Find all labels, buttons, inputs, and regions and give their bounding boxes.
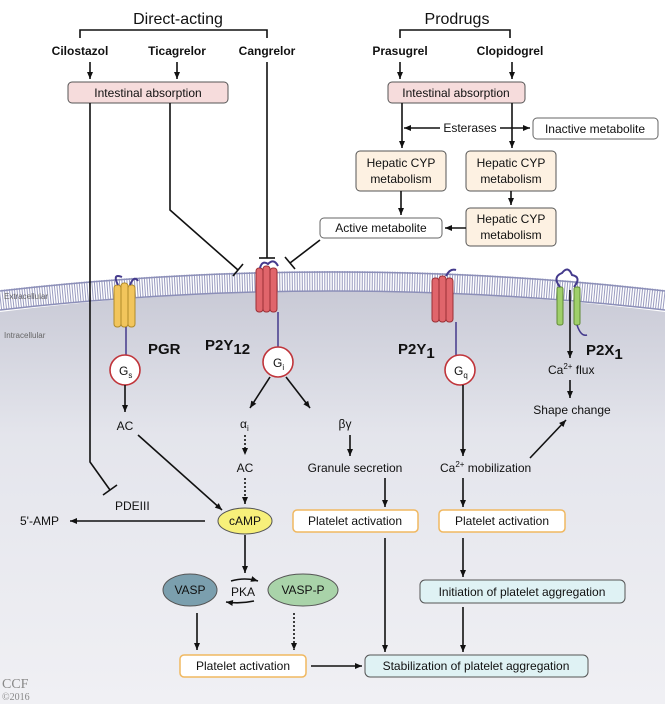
svg-text:Platelet activation: Platelet activation — [196, 659, 290, 673]
svg-text:Intestinal absorption: Intestinal absorption — [402, 86, 509, 100]
drug-clopidogrel: Clopidogrel — [477, 44, 544, 58]
p2x1-receptor — [555, 268, 588, 337]
shape-change: Shape change — [533, 403, 611, 417]
svg-text:Hepatic CYP: Hepatic CYP — [477, 212, 546, 226]
pka-label: PKA — [231, 585, 255, 599]
stabilization-aggregation-box: Stabilization of platelet aggregation — [364, 654, 589, 678]
svg-text:Hepatic CYP: Hepatic CYP — [477, 156, 546, 170]
svg-text:Platelet activation: Platelet activation — [308, 514, 402, 528]
p2y1-label: P2Y1 — [398, 341, 435, 362]
cell-membrane — [0, 271, 665, 310]
hepatic-cyp-clopidogrel-1: Hepatic CYP metabolism — [465, 150, 557, 192]
intracellular-label: Intracellular — [4, 331, 46, 340]
svg-text:cAMP: cAMP — [229, 514, 261, 528]
svg-text:metabolism: metabolism — [370, 172, 431, 186]
platelet-activation-1: Platelet activation — [292, 509, 419, 533]
direct-acting-heading: Direct-acting — [133, 11, 223, 28]
svg-text:Stabilization of platelet aggr: Stabilization of platelet aggregation — [383, 659, 570, 673]
alpha-i: αi — [240, 417, 249, 433]
p2y12-receptor — [255, 260, 279, 348]
svg-text:Gq: Gq — [454, 364, 468, 380]
initiation-aggregation-box: Initiation of platelet aggregation — [419, 579, 626, 604]
drug-cangrelor: Cangrelor — [239, 44, 296, 58]
gs-protein: Gs — [109, 354, 141, 386]
prodrugs-heading: Prodrugs — [425, 11, 490, 28]
ac-mid: AC — [237, 461, 254, 475]
intestinal-absorption-right: Intestinal absorption — [387, 81, 526, 104]
svg-text:Hepatic CYP: Hepatic CYP — [367, 156, 436, 170]
five-amp: 5'-AMP — [20, 514, 59, 528]
pgr-receptor — [113, 275, 139, 355]
granule-secretion: Granule secretion — [308, 461, 403, 475]
drug-prasugrel: Prasugrel — [372, 44, 427, 58]
svg-text:metabolism: metabolism — [480, 172, 541, 186]
extracellular-label: Extracellular — [4, 292, 48, 301]
vasp-p-node: VASP-P — [267, 573, 339, 607]
p2y12-label: P2Y12 — [205, 337, 250, 358]
beta-gamma: βγ — [339, 417, 352, 431]
svg-text:Platelet activation: Platelet activation — [455, 514, 549, 528]
ca-flux: Ca2+ flux — [548, 362, 594, 377]
pgr-label: PGR — [148, 341, 181, 358]
hepatic-cyp-prasugrel: Hepatic CYP metabolism — [355, 150, 447, 192]
gi-protein: Gi — [262, 346, 294, 378]
platelet-activation-2: Platelet activation — [438, 509, 566, 533]
platelet-activation-3: Platelet activation — [179, 654, 307, 678]
ca-mobilization: Ca2+ mobilization — [440, 460, 531, 475]
active-metabolite-box: Active metabolite — [319, 217, 443, 239]
intestinal-absorption-left: Intestinal absorption — [67, 81, 229, 104]
p2y1-receptor — [431, 268, 457, 355]
svg-text:Gi: Gi — [273, 356, 284, 372]
svg-text:Active metabolite: Active metabolite — [335, 221, 427, 235]
gq-protein: Gq — [444, 354, 476, 386]
svg-text:VASP-P: VASP-P — [281, 583, 324, 597]
esterases-label: Esterases — [443, 121, 496, 135]
cell-interior — [0, 291, 665, 704]
svg-text:Initiation of platelet aggrega: Initiation of platelet aggregation — [439, 585, 606, 599]
drug-cilostazol: Cilostazol — [52, 44, 109, 58]
svg-text:Gs: Gs — [119, 364, 132, 380]
svg-text:Inactive metabolite: Inactive metabolite — [545, 122, 645, 136]
p2x1-label: P2X1 — [586, 342, 623, 363]
credit-year: ©2016 — [2, 692, 30, 703]
pdeiii: PDEIII — [115, 499, 150, 513]
svg-text:VASP: VASP — [174, 583, 205, 597]
drug-ticagrelor: Ticagrelor — [148, 44, 206, 58]
vasp-node: VASP — [162, 573, 218, 607]
ac-left: AC — [117, 419, 134, 433]
credit-org: CCF — [2, 677, 29, 692]
inactive-metabolite-box: Inactive metabolite — [532, 117, 659, 140]
svg-text:Intestinal absorption: Intestinal absorption — [94, 86, 201, 100]
hepatic-cyp-clopidogrel-2: Hepatic CYP metabolism — [465, 207, 557, 247]
camp-node: cAMP — [217, 507, 273, 535]
svg-text:metabolism: metabolism — [480, 228, 541, 242]
